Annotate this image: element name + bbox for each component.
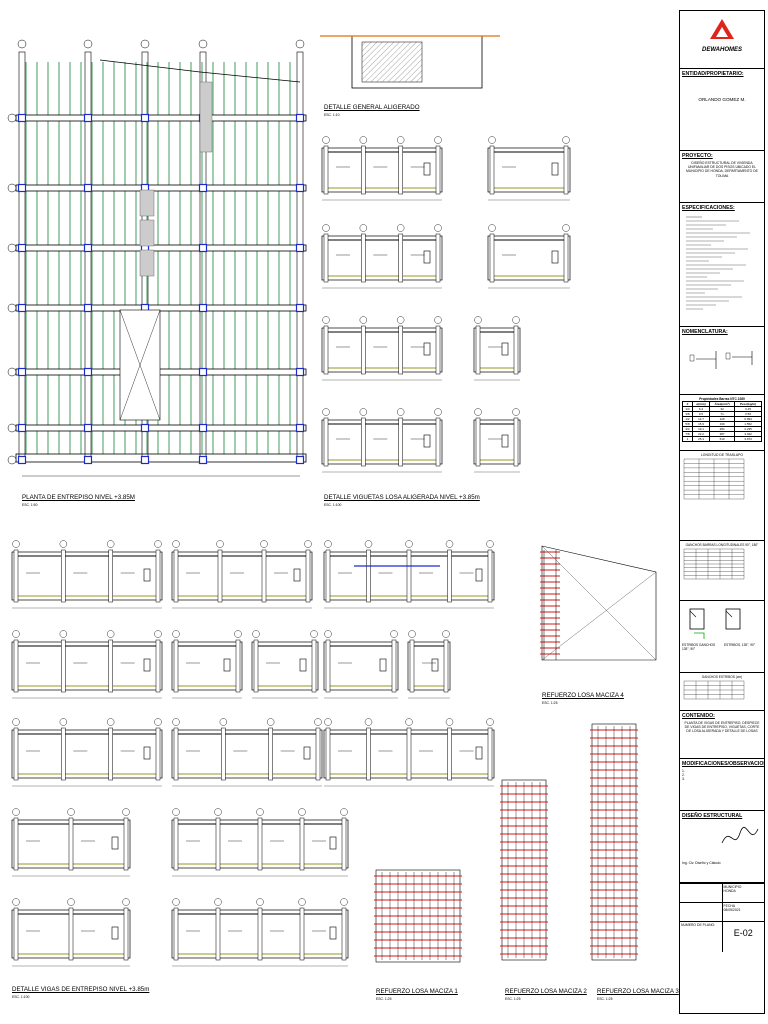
mod-3: 3. (682, 777, 685, 782)
ganchos-estribos-table (683, 680, 745, 700)
estribos-label: ESTRIBOS GANCHOS 135°, 90° (682, 643, 716, 651)
fecha-label: FECHA (723, 904, 736, 908)
project-description: DISEÑO ESTRUCTURAL DE VIVIENDA UNIFAMILI… (686, 161, 758, 178)
traslapo-title: LONGITUD DE TRASLAPO (700, 453, 744, 457)
content-description: PLANTA DE VIGAS DE ENTREPISO, DESPIECE D… (684, 721, 760, 734)
viguetas-scale: ESC. 1:100 (324, 503, 342, 507)
title-block: DEWAHOMES ENTIDAD/PROPIETARIO: ORLANDO G… (679, 10, 765, 1014)
project-heading: PROYECTO: (682, 153, 713, 159)
detail-aligerado-scale: ESC. 1:10 (324, 113, 340, 117)
plano-number: E-02 (733, 928, 753, 938)
losa3-scale: ESC. 1:25 (597, 997, 613, 1001)
owner-name: ORLANDO GOMEZ M. (698, 97, 746, 102)
fecha-value: 08/05/2021 (723, 908, 741, 912)
nomenclature-diagram (689, 351, 753, 369)
modifications-heading: MODIFICACIONES/OBSERVACIONES: (682, 761, 764, 767)
revisor-label: Ing. Civ. Diseño y Cálculo (682, 861, 721, 865)
losa1-scale: ESC. 1:25 (376, 997, 392, 1001)
mod-2: 2. (682, 773, 685, 778)
losa3-title: REFUERZO LOSA MACIZA 3 (597, 988, 679, 995)
losa1-title: REFUERZO LOSA MACIZA 1 (376, 988, 458, 995)
municipio-value: HONDA (723, 889, 736, 893)
specifications-text-lines (686, 216, 750, 310)
ganchos-estribos-title: GANCHOS ESTRIBOS (cm) (701, 675, 743, 679)
signature-icon (721, 826, 759, 844)
municipio-label: MUNICIPIO (723, 885, 742, 889)
content-heading: CONTENIDO: (682, 713, 715, 719)
company-logo-icon (710, 19, 734, 39)
losa2-title: REFUERZO LOSA MACIZA 2 (505, 988, 587, 995)
vigas-scale: ESC. 1:100 (12, 995, 30, 999)
plan-title: PLANTA DE ENTREPISO NIVEL +3.85M (22, 494, 135, 501)
ganchos-table (683, 548, 745, 580)
losa4-scale: ESC. 1:25 (542, 701, 558, 705)
estribos2-label: ESTRIBOS, 135°, 90° (724, 643, 756, 647)
plan-scale: ESC. 1:50 (22, 503, 38, 507)
bars-table-title: Propiedades Barras NTC 2289 (699, 397, 745, 401)
detail-aligerado-title: DETALLE GENERAL ALIGERADO (324, 104, 420, 111)
design-heading: DISEÑO ESTRUCTURAL (682, 813, 743, 819)
owner-heading: ENTIDAD/PROPIETARIO: (682, 71, 744, 77)
vigas-title: DETALLE VIGAS DE ENTREPISO NIVEL +3.85m (12, 986, 150, 993)
logo-text: DEWAHOMES (701, 47, 742, 53)
nomenclature-heading: NOMENCLATURA: (682, 329, 728, 335)
viguetas-title: DETALLE VIGUETAS LOSA ALIGERADA NIVEL +3… (324, 494, 480, 501)
specifications-heading: ESPECIFICACIONES: (682, 205, 735, 211)
logo-area: DEWAHOMES (680, 11, 764, 69)
mod-1: 1. (682, 769, 685, 773)
structural-drawing (7, 35, 657, 967)
losa4-title: REFUERZO LOSA MACIZA 4 (542, 692, 624, 699)
traslapo-table (683, 458, 745, 500)
losa2-scale: ESC. 1:25 (505, 997, 521, 1001)
stirrup-hooks-diagram (689, 608, 741, 639)
ganchos-title: GANCHOS BARRAS LONGITUDINALES 90°, 180° (685, 543, 759, 547)
plano-label: NUMERO DE PLANO: (680, 922, 723, 952)
